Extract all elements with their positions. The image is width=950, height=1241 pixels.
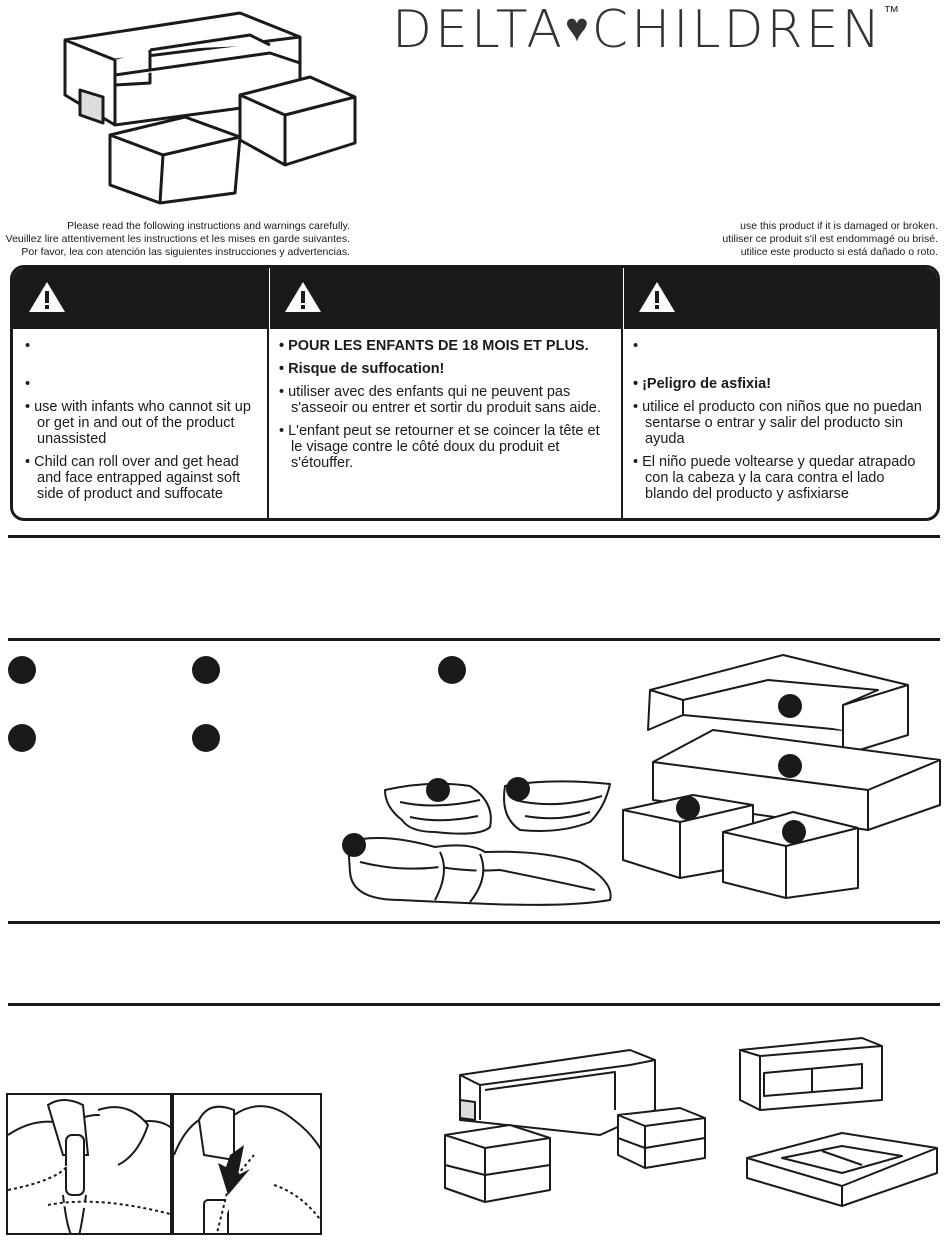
warning-es-item: • <box>633 338 639 354</box>
warning-spanish: • • ¡Peligro de asfixia! • utilice el pr… <box>633 338 931 509</box>
warning-triangle-icon <box>29 282 65 312</box>
foam-parts-illustration <box>622 654 941 899</box>
covers-illustration <box>342 777 612 906</box>
warning-fr-item: • Risque de suffocation! <box>279 361 445 377</box>
warning-box: • • • use with infants who cannot sit up… <box>10 265 940 521</box>
part-marker <box>438 656 466 684</box>
heart-icon: ♥ <box>565 5 592 51</box>
section-divider <box>8 535 940 538</box>
section-divider <box>8 638 940 641</box>
part-marker <box>8 656 36 684</box>
brand-word-delta: DELTA <box>392 0 566 60</box>
zipper-step-1-image <box>6 1093 172 1235</box>
part-marker <box>8 724 36 752</box>
warning-header-bar <box>13 268 937 329</box>
warning-en-item: • Child can roll over and get head and f… <box>25 454 241 502</box>
warning-triangle-icon <box>285 282 321 312</box>
warning-fr-item: • POUR LES ENFANTS DE 18 MOIS ET PLUS. <box>279 338 589 354</box>
section-divider <box>8 921 940 924</box>
flip-out-configuration-illustration <box>739 1037 938 1207</box>
brand-word-children: CHILDREN <box>591 0 884 60</box>
warning-es-item: • El niño puede voltearse y quedar atrap… <box>633 454 916 502</box>
warning-es-item: • ¡Peligro de asfixia! <box>633 376 772 392</box>
warning-english: • • • use with infants who cannot sit up… <box>25 338 261 509</box>
warning-triangle-icon <box>639 282 675 312</box>
sofa-set-illustration <box>63 11 357 205</box>
damage-note-en: use this product if it is damaged or bro… <box>740 220 938 232</box>
warning-en-item: • <box>25 338 31 354</box>
warning-es-item: • utilice el producto con niños que no p… <box>633 399 922 447</box>
warning-french: • POUR LES ENFANTS DE 18 MOIS ET PLUS. •… <box>279 338 613 478</box>
damage-note-fr: utiliser ce produit s'il est endommagé o… <box>722 233 938 245</box>
sofa-configuration-illustration <box>444 1049 706 1203</box>
damage-note-es: utilice este producto si está dañado o r… <box>740 246 938 258</box>
instructions-note: Please read the following instructions a… <box>0 220 350 259</box>
part-marker <box>192 724 220 752</box>
note-fr: Veuillez lire attentivement les instruct… <box>5 233 350 245</box>
trademark-symbol: ™ <box>883 2 900 21</box>
section-divider <box>8 1003 940 1006</box>
warning-fr-item: • L'enfant peut se retourner et se coinc… <box>279 423 600 471</box>
note-en: Please read the following instructions a… <box>67 220 350 232</box>
note-es: Por favor, lea con atención las siguient… <box>21 246 350 258</box>
zipper-step-2-image <box>172 1093 322 1235</box>
warning-en-item: • <box>25 376 31 392</box>
warning-en-item: • use with infants who cannot sit up or … <box>25 399 251 447</box>
part-marker <box>192 656 220 684</box>
damage-note: use this product if it is damaged or bro… <box>538 220 938 259</box>
brand-logo: DELTA♥CHILDREN™ <box>392 0 912 60</box>
warning-fr-item: • utiliser avec des enfants qui ne peuve… <box>279 384 601 416</box>
